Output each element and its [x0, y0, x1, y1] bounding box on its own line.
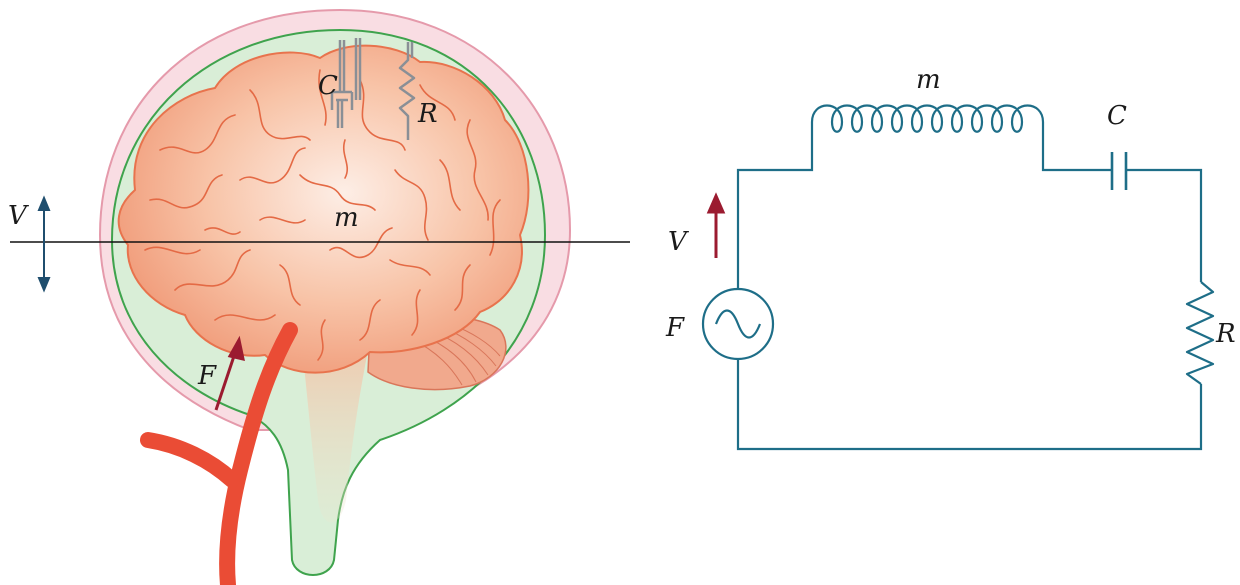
label-brain-F: F [197, 361, 217, 391]
wire-right-bottom [736, 360, 1203, 451]
wire-right-top [1126, 168, 1203, 282]
capacitor-icon [1110, 152, 1128, 190]
artery-branch [140, 432, 240, 488]
cerebrum [117, 44, 530, 374]
label-circuit-C: C [1107, 101, 1127, 131]
brain-illustration: C R m V F [8, 8, 630, 585]
dashpot-icon [330, 38, 362, 128]
spring-icon [398, 42, 416, 140]
label-brain-C: C [318, 71, 338, 101]
label-circuit-m: m [916, 65, 941, 95]
circuit-velocity-arrow [706, 192, 726, 258]
label-circuit-F: F [665, 313, 685, 343]
ac-source-icon [701, 287, 775, 361]
artery-trunk [219, 322, 298, 585]
brainstem [300, 330, 370, 523]
velocity-double-arrow [37, 195, 51, 293]
wire-left-top [736, 122, 814, 288]
label-circuit-R: R [1215, 319, 1236, 349]
wire-top-right [1041, 122, 1112, 172]
resistor-icon [1185, 281, 1215, 385]
label-brain-V: V [8, 201, 29, 231]
label-brain-R: R [417, 99, 438, 129]
circuit-diagram [701, 104, 1215, 451]
label-brain-m: m [334, 203, 359, 233]
brain-folds [144, 69, 501, 361]
inductor-icon [810, 104, 1045, 133]
force-arrow [214, 335, 245, 411]
label-circuit-V: V [668, 227, 689, 257]
